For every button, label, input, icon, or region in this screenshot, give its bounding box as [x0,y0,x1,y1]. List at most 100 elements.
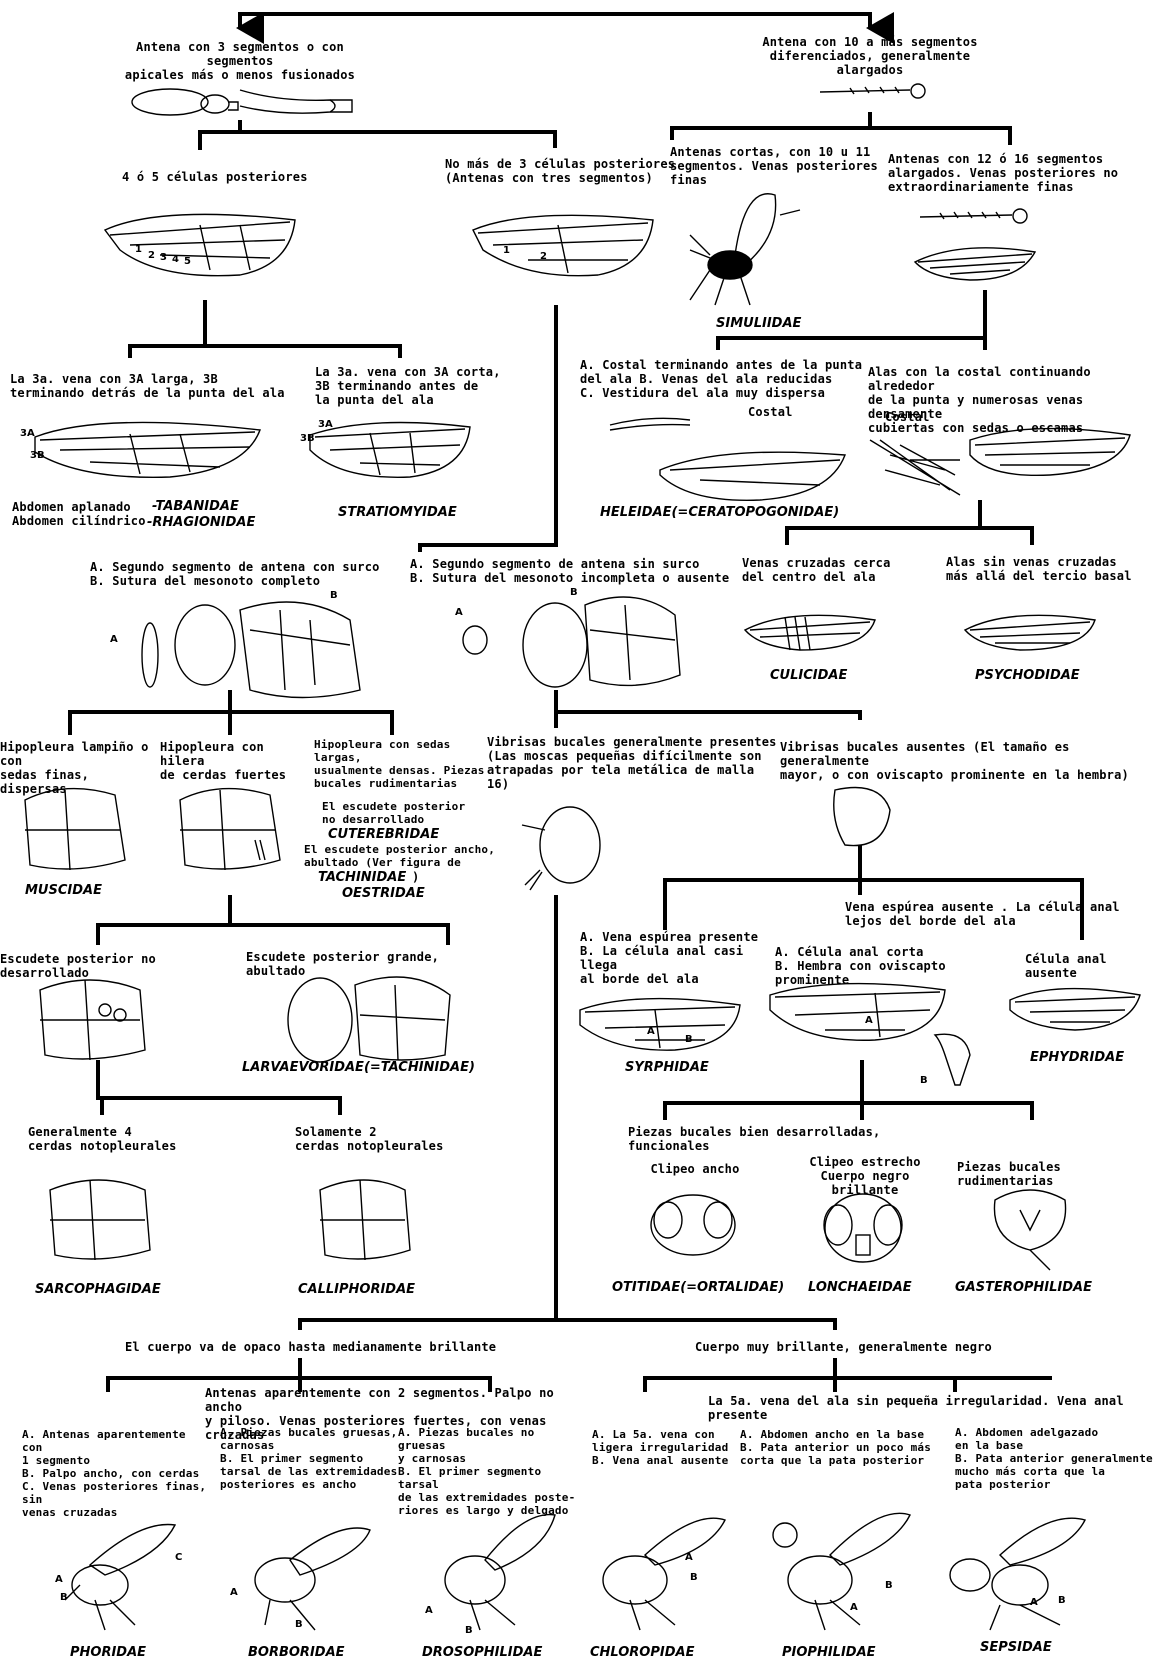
thorax-muscidae-illustration [24,787,126,871]
family-phoridae: PHORIDAE [70,1645,147,1660]
svg-text:A: A [230,1587,238,1598]
family-lonchaeidae: LONCHAEIDAE [808,1280,912,1295]
svg-text:B: B [1058,1595,1066,1606]
svg-text:3: 3 [160,252,167,263]
thorax-calliphoridae-illustration [319,1179,411,1261]
node-spurious-vein-absent: Vena espúrea ausente . La célula anal le… [845,900,1120,928]
label-costal-1: Costal [748,405,793,419]
node-4-notopleural: Generalmente 4 cerdas notopleurales [28,1125,177,1153]
node-anal-cell-short: A. Célula anal corta B. Hembra con ovisc… [775,945,946,987]
svg-text:B: B [330,590,338,601]
node-chloropidae-traits: A. La 5a. vena con ligera irregularidad … [592,1428,729,1467]
svg-text:3B: 3B [30,450,45,461]
wing-costal-hairy-illustration [869,427,1131,496]
node-spurious-vein-present: A. Vena espúrea presente B. La célula an… [580,930,759,986]
antenna-12seg-illustration [919,208,1028,224]
family-muscidae: MUSCIDAE [25,883,102,898]
node-scutellum-large: Escudete posterior grande, abultado [246,950,440,978]
family-tachinidae-ref: TACHINIDAE [318,870,407,885]
node-4-5-cells: 4 ó 5 células posteriores [122,170,308,184]
node-hypopleura-long: Hipopleura con sedas largas, usualmente … [314,738,485,790]
svg-text:3A: 3A [20,428,35,439]
svg-text:B: B [920,1075,928,1086]
node-vein-3a-short: La 3a. vena con 3A corta, 3B terminando … [315,365,501,407]
svg-text:2: 2 [540,251,547,262]
node-abdomen: Abdomen aplanado Abdomen cilíndrico [12,500,146,528]
family-psychodidae: PSYCHODIDAE [975,668,1080,683]
wing-psychodidae-illustration [963,614,1096,651]
node-hypopleura-row: Hipopleura con hilera de cerdas fuertes [160,740,287,782]
family-chloropidae: CHLOROPIDAE [590,1645,695,1660]
node-costal-continuing: Alas con la costal continuando alrededor… [868,365,1091,435]
antenna-3seg-illustration [131,88,353,116]
node-scutellum-wide: El escudete posterior ancho, abultado (V… [304,843,496,869]
svg-text:B: B [570,587,578,598]
node-anal-cell-absent: Célula anal ausente [1025,952,1107,980]
family-culicidae: CULICIDAE [770,668,848,683]
wing-anal-short-illustration: A B [769,982,971,1086]
svg-text:5: 5 [184,256,191,267]
family-larvaevoridae: LARVAEVORIDAE(=TACHINIDAE) [242,1060,475,1075]
node-mouthparts-developed: Piezas bucales bien desarrolladas, funci… [628,1125,881,1153]
family-ephydridae: EPHYDRIDAE [1030,1050,1125,1065]
svg-text:A: A [647,1026,655,1037]
family-rhagionidae: -RHAGIONIDAE [147,515,256,530]
svg-text:B: B [60,1592,68,1603]
node-antennae-2-segments: Antenas aparentemente con 2 segmentos. P… [205,1386,554,1442]
family-drosophilidae: DROSOPHILIDAE [422,1645,543,1660]
node-sepsidae-traits: A. Abdomen adelgazado en la base B. Pata… [955,1426,1153,1491]
node-vibrissae-present: Vibrisas bucales generalmente presentes … [487,735,777,791]
node-wings-no-crossveins: Alas sin venas cruzadas más allá del ter… [946,555,1132,583]
node-phoridae-traits: A. Antenas aparentemente con 1 segmento … [22,1428,207,1519]
node-borboridae-traits: A. Piezas bucales gruesas, carnosas B. E… [220,1426,398,1491]
node-body-shiny: Cuerpo muy brillante, generalmente negro [695,1340,992,1354]
svg-text:B: B [685,1034,693,1045]
label-costal-2: Costal [885,410,930,424]
svg-text:B: B [690,1572,698,1583]
head-no-groove-illustration: AB [455,587,681,688]
family-simuliidae: SIMULIIDAE [716,316,802,331]
family-tabanidae: -TABANIDAE [152,499,239,514]
node-clypeus-wide: Clipeo ancho [650,1162,740,1176]
borboridae-illustration: AB [230,1527,371,1631]
family-heleidae: HELEIDAE(=CERATOPOGONIDAE) [600,505,840,520]
node-segment-groove: A. Segundo segmento de antena con surco … [90,560,380,588]
svg-text:3A: 3A [318,419,333,430]
svg-text:A: A [55,1574,63,1585]
thorax-sarcophagidae-illustration [49,1179,151,1261]
svg-text:1: 1 [503,245,510,256]
wing-ephydridae-illustration [1009,987,1141,1031]
svg-text:2: 2 [148,250,155,261]
node-hypopleura-bare: Hipopleura lampiño o con sedas finas, di… [0,740,149,796]
wing-heleidae-illustration [609,417,846,501]
svg-text:A: A [865,1015,873,1026]
svg-text:C: C [175,1552,182,1563]
node-5th-vein: La 5a. vena del ala sin pequeña irregula… [708,1394,1124,1422]
piophilidae-illustration: AB [772,1512,911,1631]
head-groove-illustration: AB [110,590,361,699]
node-body-dull: El cuerpo va de opaco hasta medianamente… [125,1340,497,1354]
node-vein-3a-long: La 3a. vena con 3A larga, 3B terminando … [10,372,285,400]
wing-culicidae-illustration [743,614,876,651]
node-antenna-3-segments: Antena con 3 segmentos o con segmentos a… [124,40,356,82]
node-antenna-10-segments: Antena con 10 a más segmentos diferencia… [762,35,978,77]
thorax-scutellum-undeveloped-illustration [39,979,146,1061]
phoridae-illustration: AB C [55,1523,182,1631]
wing-3-cells-illustration: 12 [472,214,654,277]
family-sarcophagidae: SARCOPHAGIDAE [35,1282,161,1297]
svg-text:A: A [110,634,118,645]
thorax-scutellum-large-illustration [287,976,451,1063]
family-syrphidae: SYRPHIDAE [625,1060,709,1075]
node-drosophilidae-traits: A. Piezas bucales no gruesas y carnosas … [398,1426,576,1517]
wing-syrphidae-illustration: AB [579,997,741,1051]
svg-text:3B: 3B [300,433,315,444]
node-2-notopleural: Solamente 2 cerdas notopleurales [295,1125,444,1153]
node-vibrissae-absent: Vibrisas bucales ausentes (El tamaño es … [780,740,1129,782]
node-crossveins-center: Venas cruzadas cerca del centro del ala [742,556,891,584]
family-oestridae: OESTRIDAE [342,886,425,901]
svg-text:4: 4 [172,254,179,265]
node-no-more-3-cells: No más de 3 células posteriores (Antenas… [445,157,676,185]
